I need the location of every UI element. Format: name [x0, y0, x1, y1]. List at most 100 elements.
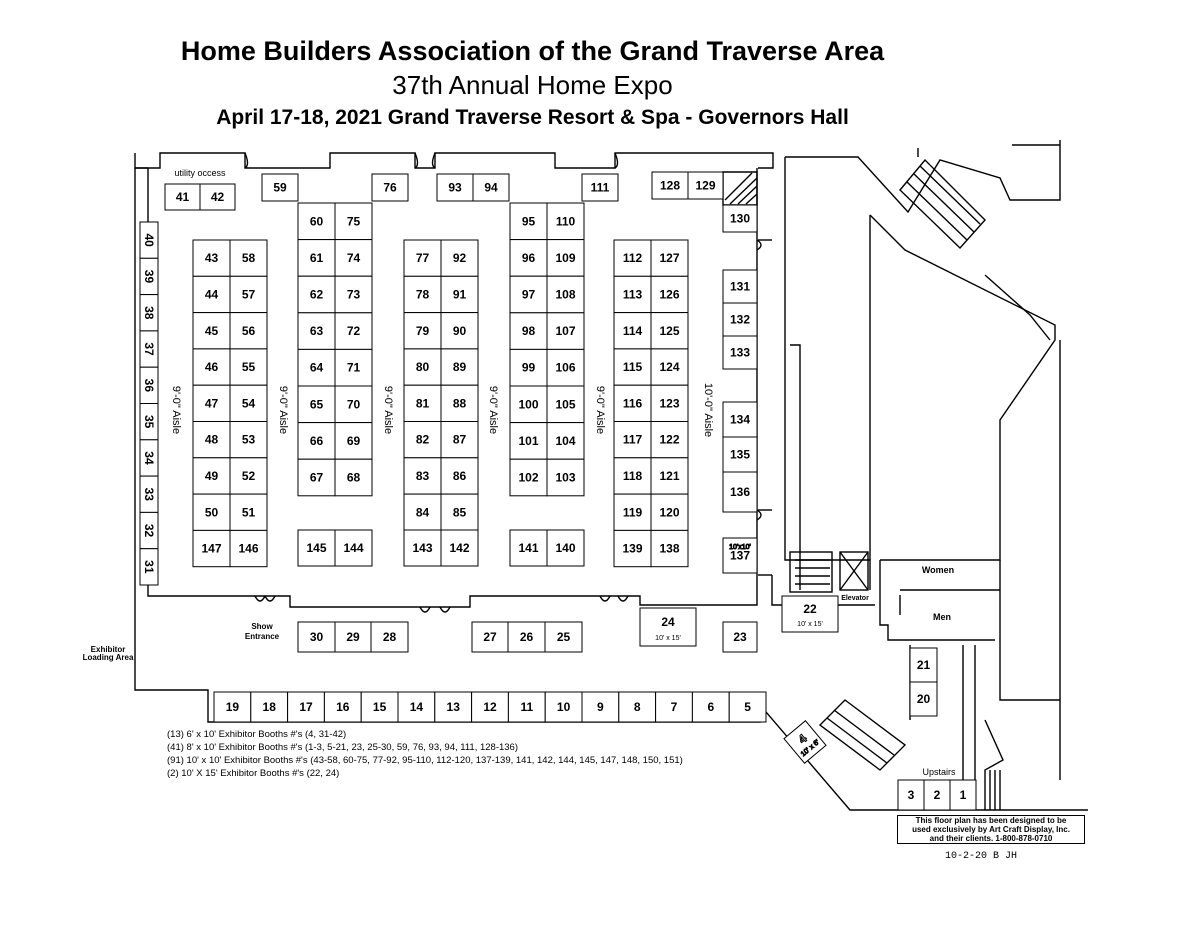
booth-outline: [261, 173, 299, 202]
booth-80: 80: [403, 348, 442, 386]
booth-outline: [199, 183, 236, 211]
booth-outline: [297, 385, 336, 424]
booth-number: 131: [730, 280, 750, 294]
booth-outline: [650, 312, 689, 350]
booth-63: 63: [297, 312, 336, 350]
booth-outline: [440, 493, 479, 531]
booth-133: 133: [722, 335, 758, 370]
booth-number: 42: [211, 190, 225, 204]
booth-20: 20: [909, 681, 938, 717]
booth-outline: [507, 621, 546, 653]
booth-outline: [229, 529, 268, 568]
booth-11: 11: [507, 691, 546, 723]
booth-110: 110: [546, 202, 585, 241]
booth-outline: [509, 422, 548, 460]
aisle-label-4: 9'-0" Aisle: [487, 386, 499, 434]
booth-5: 5: [728, 691, 767, 723]
booth-number: 71: [347, 361, 361, 375]
booth-outline: [370, 621, 409, 653]
booth-outline: [722, 335, 758, 370]
booth-50: 50: [192, 493, 231, 531]
booth-outline: [613, 275, 652, 314]
booth-number: 136: [730, 485, 750, 499]
women-restroom-label: Women: [922, 565, 954, 575]
booth-127: 127: [650, 239, 689, 277]
booth-number: 141: [518, 541, 538, 555]
booth-26: 26: [507, 621, 546, 653]
booth-61: 61: [297, 239, 336, 277]
booth-number: 94: [484, 181, 498, 195]
booth-number: 45: [205, 324, 219, 338]
booth-number: 129: [695, 179, 715, 193]
booth-number: 81: [416, 396, 430, 410]
booth-outline: [440, 457, 479, 495]
booth-44: 44: [192, 275, 231, 314]
booth-92: 92: [440, 239, 479, 277]
booth-number: 16: [336, 700, 350, 714]
booth-65: 65: [297, 385, 336, 424]
booth-outline: [650, 348, 689, 386]
booth-outline: [507, 691, 546, 723]
booth-number: 77: [416, 251, 430, 265]
booth-outline: [192, 348, 231, 386]
booth-outline: [618, 691, 657, 723]
booth-100: 100: [509, 385, 548, 424]
booth-number: 5: [744, 700, 751, 714]
booth-number: 68: [347, 471, 361, 485]
booth-32: 32: [139, 511, 159, 550]
booth-74: 74: [334, 239, 373, 277]
booth-number: 61: [310, 251, 324, 265]
booth-107: 107: [546, 312, 585, 350]
booth-13: 13: [434, 691, 473, 723]
booth-88: 88: [440, 384, 479, 423]
booth-138: 138: [650, 529, 689, 568]
booth-outline: [728, 691, 767, 723]
booth-outline: [722, 302, 758, 337]
booth-57: 57: [229, 275, 268, 314]
booth-35: 35: [139, 403, 159, 441]
booth-number: 138: [659, 542, 679, 556]
booth-64: 64: [297, 348, 336, 387]
booth-outline: [192, 275, 231, 314]
booth-122: 122: [650, 421, 689, 459]
booth-number: 93: [448, 181, 462, 195]
booth-number: 30: [310, 630, 324, 644]
booth-outline: [229, 421, 268, 459]
booth-number: 54: [242, 396, 256, 410]
booth-number: 111: [591, 181, 610, 195]
booth-outline: [650, 529, 689, 568]
booth-size-label: 10' x 15': [797, 621, 823, 628]
booth-number: 105: [555, 397, 575, 411]
booth-outline: [509, 348, 548, 387]
booth-outline: [192, 239, 231, 277]
booth-132: 132: [722, 302, 758, 337]
booth-number: 57: [242, 287, 256, 301]
booth-number: 46: [205, 360, 219, 374]
booth-number: 7: [671, 700, 678, 714]
booth-73: 73: [334, 275, 373, 314]
booth-outline: [687, 171, 724, 200]
booth-79: 79: [403, 312, 442, 350]
booth-number: 66: [310, 434, 324, 448]
booth-number: 24: [661, 615, 675, 629]
booth-number: 49: [205, 469, 219, 483]
booth-14: 14: [397, 691, 436, 723]
booth-number: 29: [346, 630, 360, 644]
booth-number: 119: [623, 505, 643, 519]
booth-outline: [722, 471, 758, 513]
booth-outline: [403, 312, 442, 350]
booth-137-size-label: 10'x10': [729, 544, 751, 551]
booth-outline: [287, 691, 325, 723]
booth-outline: [613, 493, 652, 531]
booth-outline: [650, 493, 689, 531]
booth-number: 40: [142, 233, 156, 247]
booth-4: 410' x 6': [783, 720, 827, 764]
booth-number: 65: [310, 397, 324, 411]
booth-105: 105: [546, 385, 585, 424]
booth-23: 23: [722, 621, 758, 653]
booth-outline: [471, 691, 509, 723]
booth-number: 1: [960, 788, 967, 802]
booth-36: 36: [139, 366, 159, 405]
booth-106: 106: [546, 348, 585, 387]
